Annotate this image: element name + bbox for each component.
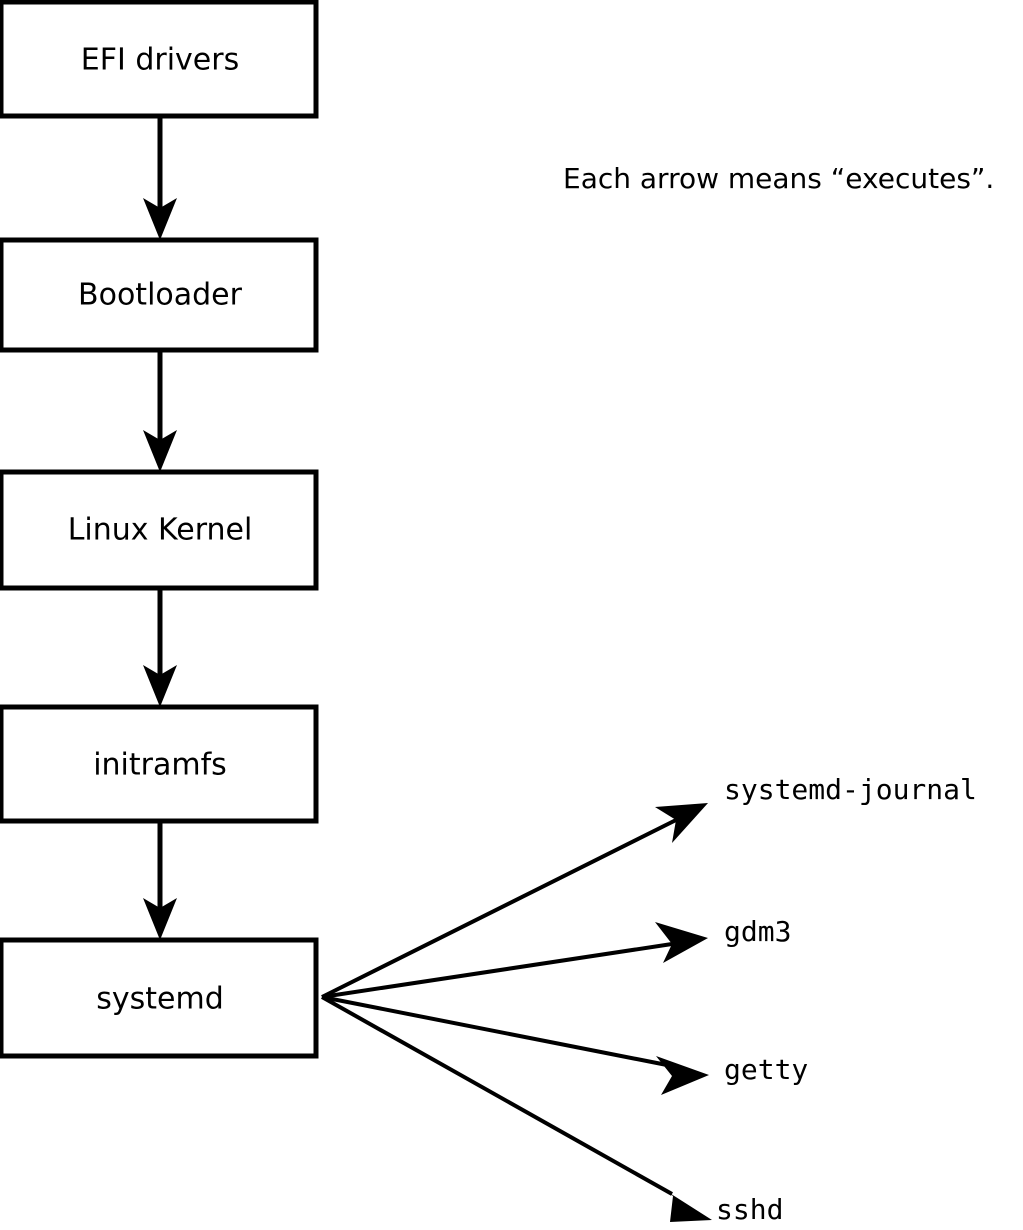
box-outline bbox=[0, 237, 319, 353]
chain-arrow-initramfs-to-systemd bbox=[143, 823, 177, 940]
fanout-arrow-shaft bbox=[321, 818, 677, 999]
box-label-linux-kernel: Linux Kernel bbox=[68, 513, 253, 548]
fanout-arrow-shaft bbox=[321, 942, 673, 999]
box-label-initramfs: initramfs bbox=[93, 748, 227, 783]
arrow-head-right-icon bbox=[655, 803, 708, 843]
box-outline bbox=[0, 0, 319, 119]
arrow-head-right-icon bbox=[655, 922, 708, 963]
box-systemd[interactable]: systemd bbox=[0, 937, 319, 1059]
box-outline bbox=[0, 469, 319, 591]
box-initramfs[interactable]: initramfs bbox=[0, 704, 319, 824]
chain-arrow-kernel-to-initramfs bbox=[143, 590, 177, 707]
fanout-arrow-sshd bbox=[321, 995, 712, 1222]
box-linux-kernel[interactable]: Linux Kernel bbox=[0, 469, 319, 591]
box-bootloader[interactable]: Bootloader bbox=[0, 237, 319, 353]
arrow-head-down-icon bbox=[143, 198, 177, 240]
leaf-label-systemd-journal: systemd-journal bbox=[724, 773, 977, 806]
chain-arrow-bootloader-to-kernel bbox=[143, 352, 177, 472]
diagram-caption: Each arrow means “executes”. bbox=[563, 162, 994, 195]
arrow-head-right-icon bbox=[656, 1056, 709, 1095]
box-label-bootloader: Bootloader bbox=[78, 278, 243, 313]
arrow-head-down-icon bbox=[143, 430, 177, 472]
leaf-label-sshd: sshd bbox=[716, 1193, 783, 1226]
arrow-head-down-icon bbox=[143, 665, 177, 707]
box-efi-drivers[interactable]: EFI drivers bbox=[0, 0, 319, 119]
fanout-arrow-systemd-journal bbox=[321, 803, 708, 999]
fanout-arrow-shaft bbox=[321, 995, 673, 1196]
box-outline bbox=[0, 704, 319, 824]
fanout-arrow-getty bbox=[321, 995, 709, 1095]
chain-arrow-efi-to-bootloader bbox=[143, 118, 177, 240]
box-label-efi-drivers: EFI drivers bbox=[81, 43, 239, 78]
arrow-head-right-icon bbox=[657, 1185, 712, 1222]
leaf-label-gdm3: gdm3 bbox=[724, 915, 791, 948]
fanout-arrow-gdm3 bbox=[321, 922, 708, 999]
box-label-systemd: systemd bbox=[96, 982, 224, 1017]
arrow-head-down-icon bbox=[143, 898, 177, 940]
fanout-arrow-shaft bbox=[321, 995, 673, 1068]
leaf-label-getty: getty bbox=[724, 1053, 808, 1086]
box-outline bbox=[0, 937, 319, 1059]
